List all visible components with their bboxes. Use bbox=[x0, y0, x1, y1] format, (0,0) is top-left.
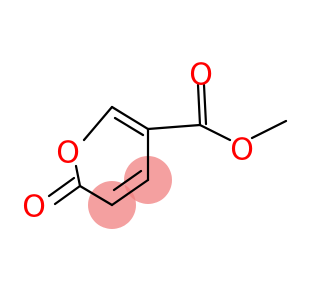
bond-c-ester-o-carbonyl-1 bbox=[196, 83, 202, 127]
atom-label-ring-carbonyl-oxygen: O bbox=[22, 190, 46, 225]
structure-diagram: O O O O bbox=[22, 58, 288, 229]
atom-label-ring-oxygen: O bbox=[56, 136, 80, 171]
bond-c6-c5-double bbox=[113, 116, 145, 137]
bond-c2-o-carbonyl-1 bbox=[53, 184, 82, 206]
bond-c-ester-o-bridge bbox=[198, 123, 232, 142]
bond-o-bridge-methyl bbox=[250, 119, 288, 140]
bond-c-ester-o-carbonyl-2 bbox=[202, 83, 208, 126]
bond-c3-c2 bbox=[78, 184, 114, 207]
bond-c2-o-carbonyl-2 bbox=[47, 176, 76, 198]
bond-c5-c-ester bbox=[146, 123, 202, 131]
bond-c4-c3 bbox=[110, 178, 150, 207]
atom-label-ester-bridge-oxygen: O bbox=[230, 133, 254, 168]
bond-c2-o1 bbox=[74, 164, 82, 188]
bond-o1-c6 bbox=[82, 105, 114, 142]
bond-c4-c3-double bbox=[112, 169, 143, 192]
atom-label-ester-carbonyl-oxygen: O bbox=[189, 58, 213, 93]
bond-c6-c5 bbox=[110, 105, 150, 131]
